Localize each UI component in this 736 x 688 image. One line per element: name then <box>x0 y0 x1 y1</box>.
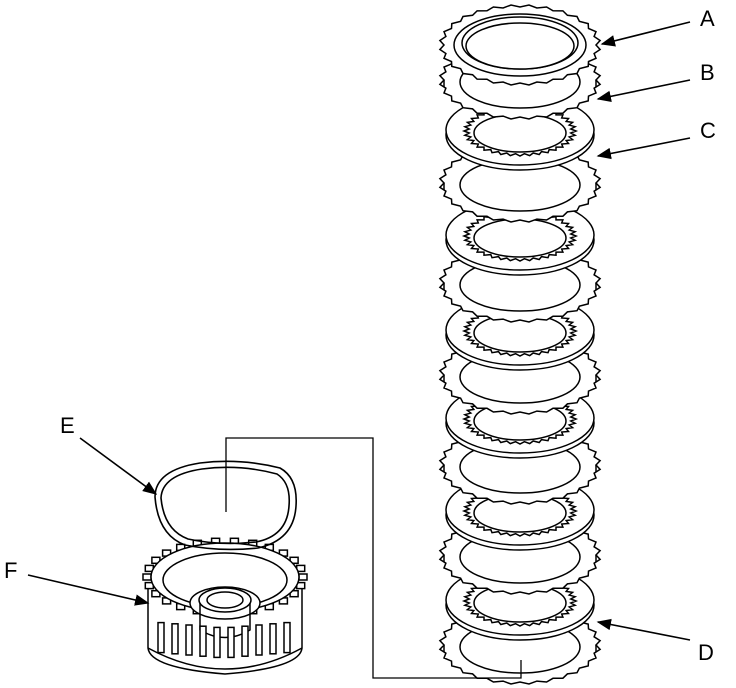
drum-slot <box>157 621 165 654</box>
drum-tooth <box>298 573 308 581</box>
drum-slot <box>269 623 277 655</box>
arrow-b <box>596 79 691 103</box>
drum-slot <box>171 623 179 655</box>
label-f: F <box>4 558 17 583</box>
label-c: C <box>700 118 716 143</box>
seal-ring <box>154 460 297 551</box>
label-d: D <box>698 640 714 665</box>
arrow-c <box>596 137 691 160</box>
friction-disc <box>445 199 595 276</box>
retaining-plate <box>438 4 602 86</box>
arrow-e <box>79 437 158 495</box>
drum-slot <box>213 626 221 659</box>
clutch-drum <box>142 537 308 675</box>
clutch-plate-stack <box>438 4 602 685</box>
drum-slot <box>199 625 207 657</box>
label-b: B <box>700 60 715 85</box>
drum-slot <box>185 624 193 656</box>
arrow-a <box>600 21 691 47</box>
drum-slot <box>227 626 235 659</box>
arrow-f <box>27 574 150 606</box>
drum-slot <box>255 624 263 656</box>
callout-arrows <box>27 21 691 641</box>
label-a: A <box>700 6 715 31</box>
drum-slot <box>283 621 291 654</box>
drum-slot <box>241 625 249 657</box>
arrow-d <box>596 618 691 641</box>
assembly-indicator-line <box>225 437 522 679</box>
label-e: E <box>60 413 75 438</box>
drum-tooth <box>142 573 152 581</box>
